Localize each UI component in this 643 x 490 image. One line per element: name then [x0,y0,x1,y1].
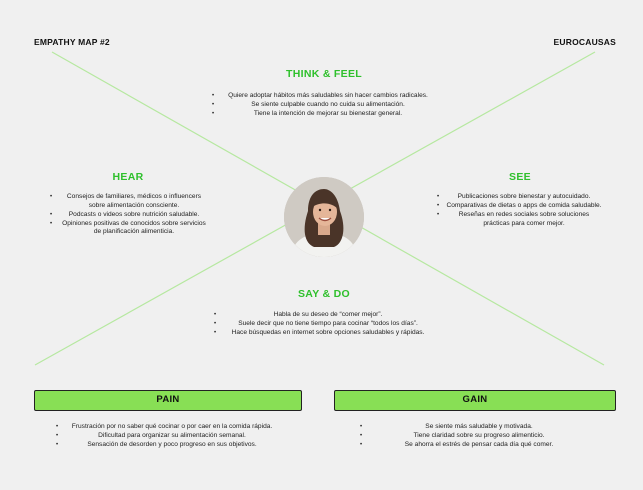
gain-box: GAIN [334,390,616,411]
list-item: Frustración por no saber qué cocinar o p… [56,423,280,432]
list-item: Reseñas en redes sociales sobre solucion… [437,211,603,228]
list-item: Se siente culpable cuando no cuida su al… [212,101,436,110]
list-item: Podcasts o videos sobre nutrición saluda… [50,211,210,220]
say-do-title: SAY & DO [297,288,350,300]
list-item: Comparativas de dietas o apps de comida … [437,202,603,211]
brand-name: EUROCAUSAS [553,37,616,47]
think-feel-list: Quiere adoptar hábitos más saludables si… [212,92,436,119]
list-item: Se ahorra el estrés de pensar cada día q… [360,441,590,450]
think-feel-title: THINK & FEEL [286,68,362,80]
list-item: Dificultad para organizar su alimentació… [56,432,280,441]
hear-list: Consejos de familiares, médicos o influe… [50,193,210,237]
list-item: Opiniones positivas de conocidos sobre s… [50,220,210,237]
list-item: Tiene claridad sobre su progreso aliment… [360,432,590,441]
woman-portrait-icon [284,177,364,257]
list-item: Sensación de desorden y poco progreso en… [56,441,280,450]
see-list: Publicaciones sobre bienestar y autocuid… [437,193,603,229]
hear-title: HEAR [112,171,144,183]
list-item: Publicaciones sobre bienestar y autocuid… [437,193,603,202]
persona-avatar [284,177,364,257]
gain-list: Se siente más saludable y motivada. Tien… [360,423,590,450]
pain-box: PAIN [34,390,302,411]
list-item: Se siente más saludable y motivada. [360,423,590,432]
pain-list: Frustración por no saber qué cocinar o p… [56,423,280,450]
list-item: Suele decir que no tiene tiempo para coc… [214,320,434,329]
list-item: Consejos de familiares, médicos o influe… [50,193,210,210]
say-do-list: Habla de su deseo de “comer mejor”. Suel… [214,311,434,338]
see-title: SEE [509,171,531,183]
list-item: Quiere adoptar hábitos más saludables si… [212,92,436,101]
map-title: EMPATHY MAP #2 [34,37,110,47]
list-item: Hace búsquedas en internet sobre opcione… [214,329,434,338]
list-item: Habla de su deseo de “comer mejor”. [214,311,434,320]
list-item: Tiene la intención de mejorar su bienest… [212,110,436,119]
